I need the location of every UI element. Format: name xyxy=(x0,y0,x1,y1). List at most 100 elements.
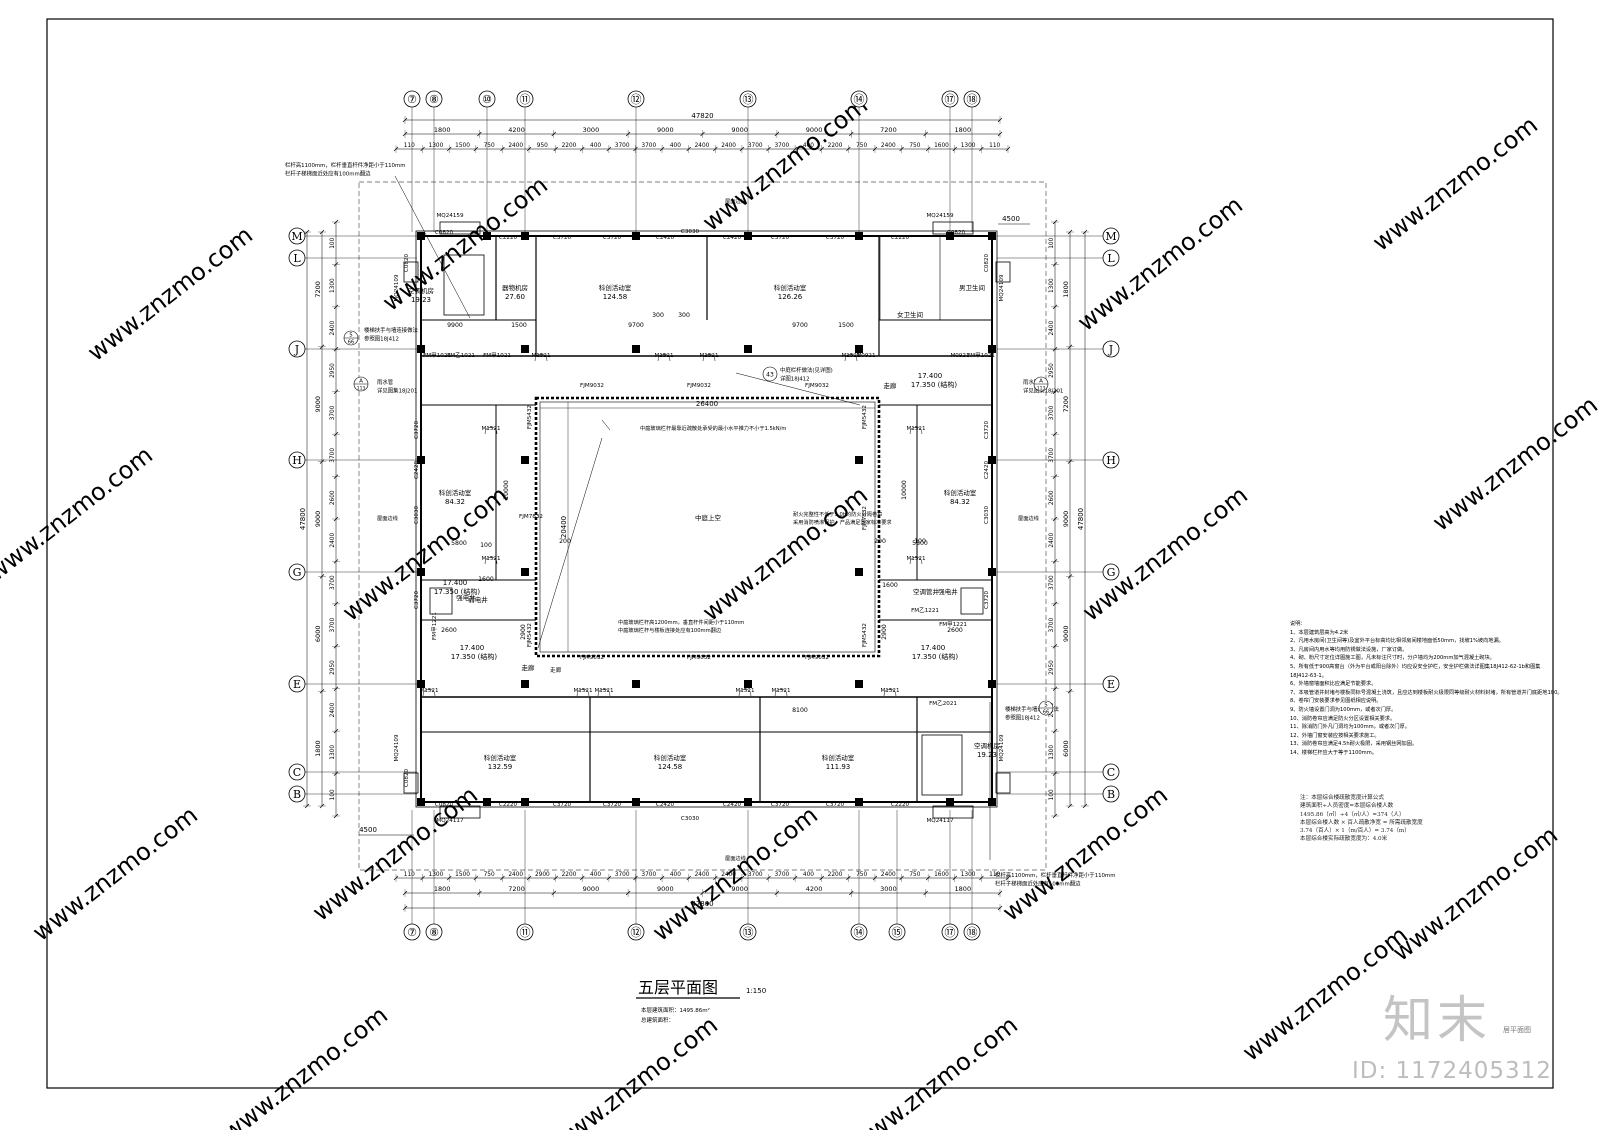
annotation: 采用消防喷淋保护，产品满足国家标准要求 xyxy=(793,518,892,526)
column xyxy=(855,568,863,576)
dim-value: 1300 xyxy=(330,278,336,293)
door-swing xyxy=(883,688,897,697)
dim-value: 100 xyxy=(1049,789,1055,800)
axis-bubble xyxy=(288,451,306,469)
dim-value: 3000 xyxy=(583,126,600,134)
door-window-code: M1521 xyxy=(481,556,501,562)
dim-value: 26400 xyxy=(696,400,718,408)
column xyxy=(521,798,529,806)
door-window-code: FJM5432 xyxy=(527,405,533,429)
door-swing xyxy=(774,688,788,697)
annotation: 屋面边线 xyxy=(1018,514,1039,522)
dim-value: 1800 xyxy=(1062,281,1070,298)
column xyxy=(417,798,425,806)
axis-label-top: ⑧ xyxy=(429,93,439,106)
dim-value: 100 xyxy=(1049,237,1055,248)
dim-value: 9700 xyxy=(628,322,644,329)
atrium-railing xyxy=(534,396,881,658)
column xyxy=(632,232,640,240)
dim-value: 2400 xyxy=(1049,533,1055,548)
watermark-text: www.znzmo.com xyxy=(547,1011,723,1130)
dim-value: 10000 xyxy=(503,480,510,500)
dim-value: 2200 xyxy=(562,143,577,149)
note-line: 11、除消防门外凡门洞均为100mm，或者次门厚。 xyxy=(1290,724,1410,731)
stair-bottom-right xyxy=(921,734,963,796)
door-window-code: C3720 xyxy=(826,235,845,241)
dim-value: 3700 xyxy=(330,405,336,420)
column xyxy=(946,798,954,806)
watermark-logo-sub: 居平面图 xyxy=(1503,1026,1531,1034)
axis-label-right: G xyxy=(1107,566,1116,579)
level-mark: 17.400 xyxy=(443,579,468,587)
room-name: 空调机房 xyxy=(974,741,1000,750)
axis-bubble xyxy=(941,90,959,108)
axis-label-bottom: ⑦ xyxy=(407,926,417,939)
bay xyxy=(995,772,1011,794)
door-window-code: MQ24117 xyxy=(926,818,953,824)
watermark-text: www.znzmo.com xyxy=(0,441,158,587)
dim-value: 1300 xyxy=(1049,278,1055,293)
dim-value: 7200 xyxy=(508,885,525,893)
axis-label-top: ⑦ xyxy=(407,93,417,106)
door-window-code: C3720 xyxy=(414,420,420,439)
note-line: 13、消防卷帘应满足4.5h耐火极限，采用钢丝网加固。 xyxy=(1290,741,1418,748)
dim-value: 1600 xyxy=(882,582,898,589)
dim-value: 1300 xyxy=(330,745,336,760)
dim-value: 3700 xyxy=(330,448,336,463)
door-window-code: C2420 xyxy=(723,802,742,808)
door-window-code: C3720 xyxy=(553,235,572,241)
axis-label-right: C xyxy=(1107,766,1115,779)
note-line: 3、凡房间内用水等均用防锈做法设施，厂家订做。 xyxy=(1290,646,1408,653)
outer-wall-face xyxy=(415,230,998,808)
dim-value: 2600 xyxy=(947,627,963,634)
dim-value: 3700 xyxy=(774,872,789,878)
watermark-text: www.znzmo.com xyxy=(337,481,513,627)
axis-label-right: L xyxy=(1107,252,1115,265)
door-window-code: C3720 xyxy=(414,590,420,609)
door-window-code: FJM9032 xyxy=(805,383,829,389)
room-area: 27.60 xyxy=(505,293,525,301)
drawing-title: 五层平面图 xyxy=(638,978,718,997)
column xyxy=(521,456,529,464)
watermark-logo: 知末 xyxy=(1383,991,1491,1049)
axis-bubble xyxy=(627,923,645,941)
axis-bubble xyxy=(941,923,959,941)
door-window-code: FM乙1221 xyxy=(911,607,939,614)
annotation: 栏杆高1100mm，栏杆垂直杆件净距小于110mm xyxy=(995,871,1115,879)
axis-bubble xyxy=(478,90,496,108)
watermark-text: www.znzmo.com xyxy=(847,1011,1023,1130)
door-window-code: C3030 xyxy=(984,505,990,524)
watermark-text: www.znzmo.com xyxy=(27,801,203,947)
axis-bubble xyxy=(739,90,757,108)
column xyxy=(417,345,425,353)
room-area: 19.23 xyxy=(977,751,997,759)
bay xyxy=(403,772,419,794)
axis-label-bottom: ⑪ xyxy=(520,926,531,939)
door-window-code: MQ24109 xyxy=(999,734,1005,761)
watermark-text: www.znzmo.com xyxy=(217,1001,393,1130)
door-window-code: MQ24109 xyxy=(394,734,400,761)
annotation: 屋面边线 xyxy=(725,197,746,205)
building-walls xyxy=(403,221,1011,819)
axis-bubble xyxy=(288,563,306,581)
note-line: 2、凡用水房间(卫生间等)及室外平台标高均比相邻房间楼地面低50mm，找坡1%坡… xyxy=(1290,638,1504,645)
door-window-code: C2420 xyxy=(414,460,420,479)
door-window-code: M1521 xyxy=(594,688,614,694)
level-mark: 17.400 xyxy=(918,372,943,380)
annotation: 详见图集18J201 xyxy=(377,386,417,394)
column xyxy=(855,680,863,688)
column xyxy=(521,568,529,576)
dim-value: 9000 xyxy=(314,396,322,413)
dim-value: 3700 xyxy=(748,143,763,149)
calc-line: 3.74（百人）× 1（m/百人）= 3.74（m） xyxy=(1300,828,1410,835)
watermark-text: www.znzmo.com xyxy=(1367,111,1543,257)
axis-bubble xyxy=(288,227,306,245)
dim-value: 5800 xyxy=(912,540,928,547)
room-name: 科创活动室 xyxy=(439,488,472,497)
watermark-text: www.znzmo.com xyxy=(697,481,873,627)
dim-value: 9000 xyxy=(583,885,600,893)
